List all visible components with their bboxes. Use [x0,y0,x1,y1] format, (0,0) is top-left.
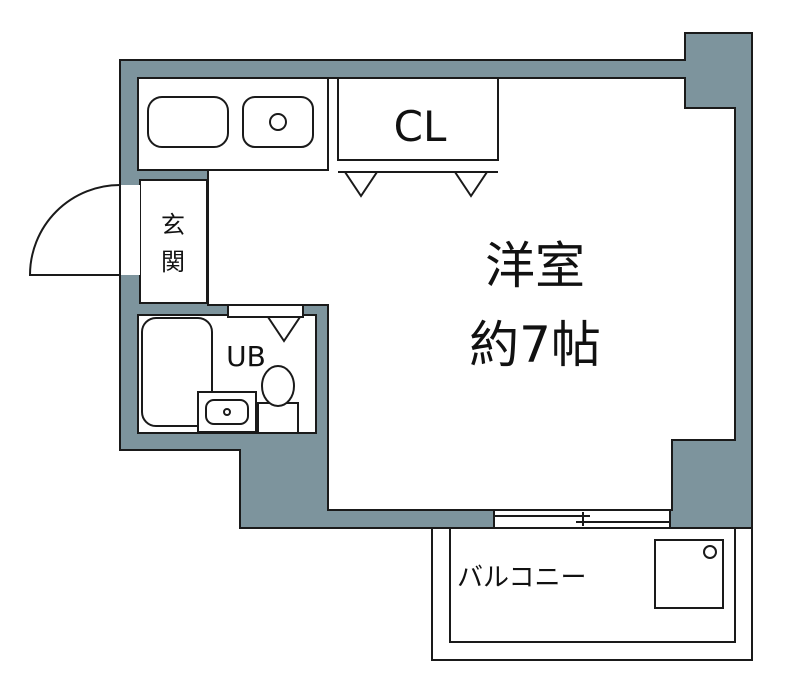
room-type-label: 洋室 [485,237,585,295]
closet-door-icon [453,171,489,198]
closet-area [337,77,499,161]
ac-unit-fan-icon [703,545,717,559]
entrance-area [139,179,208,304]
entry-door-opening [118,185,140,275]
entrance-label-char-1: 玄 [161,211,185,239]
toilet-bowl-icon [261,365,295,407]
bath-door-icon [266,316,302,343]
entry-door-swing-icon [28,184,121,276]
closet-label: CL [394,102,447,151]
sink-drain-icon [269,113,287,131]
room-size-label: 約7帖 [469,316,601,374]
balcony-label: バルコニー [457,563,586,593]
balcony-inner [449,527,736,643]
toilet-tank-icon [257,402,299,434]
bath-label: UB [226,340,266,373]
bathtub-icon [141,317,213,427]
closet-door-icon [343,171,379,198]
stove-icon [147,96,229,148]
entrance-label-char-2: 関 [161,248,185,276]
washbasin-drain-icon [223,408,231,416]
bath-door-frame [227,304,304,318]
